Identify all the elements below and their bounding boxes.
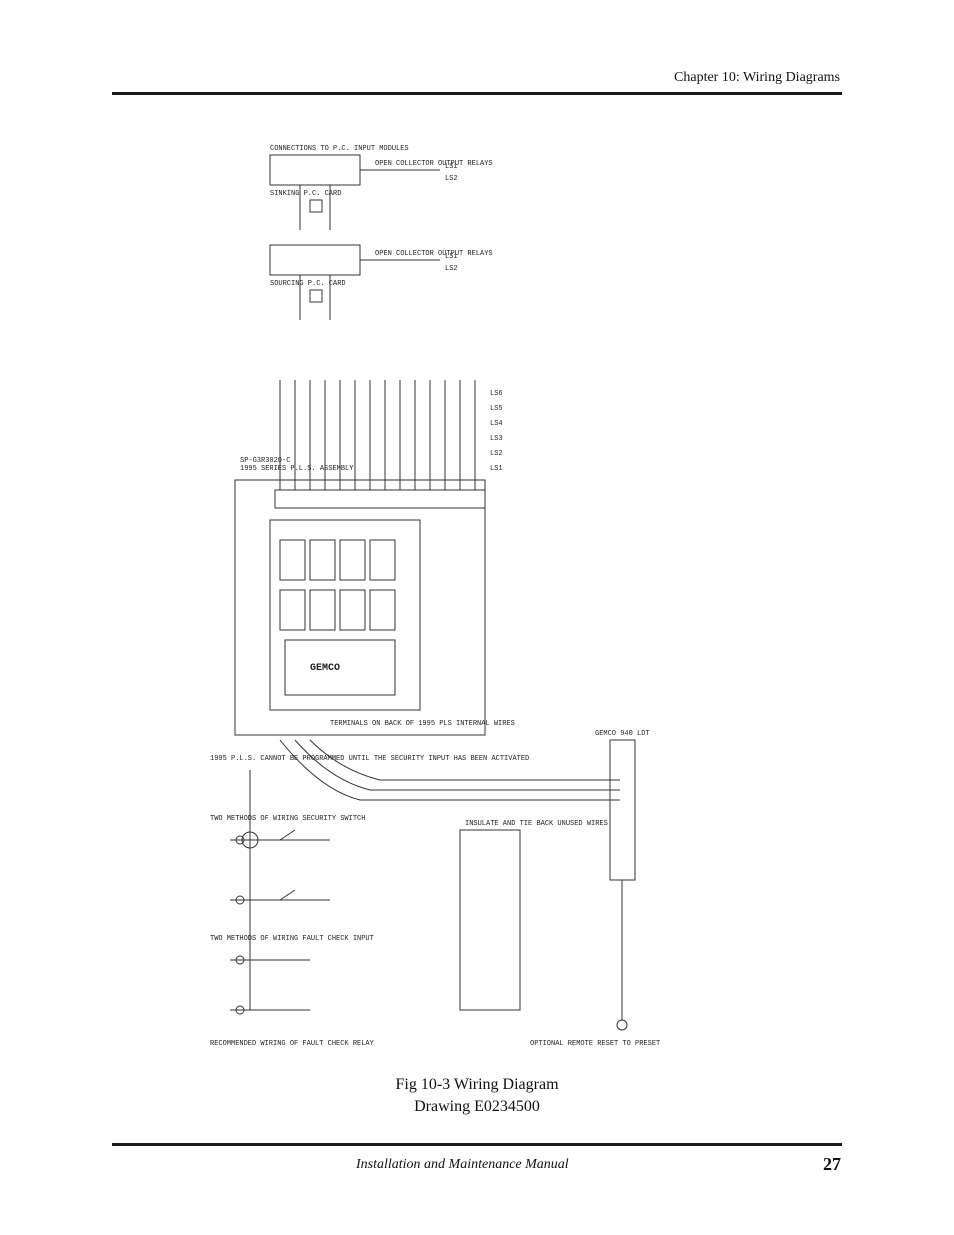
ls-label-3: LS3 bbox=[490, 435, 503, 443]
display-module bbox=[269, 519, 421, 711]
insulate-box bbox=[459, 829, 521, 1011]
connections-title: CONNECTIONS TO P.C. INPUT MODULES bbox=[270, 145, 409, 153]
page-number: 27 bbox=[823, 1154, 841, 1174]
ls-label-1: LS1 bbox=[490, 465, 503, 473]
manual-title: Installation and Maintenance Manual bbox=[356, 1157, 569, 1172]
assembly-part: SP-G3R3020-C bbox=[240, 457, 290, 465]
sourcing-card-label: SOURCING P.C. CARD bbox=[270, 280, 346, 288]
ls-label-5: LS5 bbox=[490, 405, 503, 413]
fault-relay-note: RECOMMENDED WIRING OF FAULT CHECK RELAY bbox=[210, 1040, 375, 1048]
figure-caption-title: Fig 10-3 Wiring Diagram bbox=[395, 1076, 559, 1093]
pc-label-ls2-top: LS2 bbox=[445, 175, 458, 183]
header-rule bbox=[112, 92, 842, 95]
sinking-card-label: SINKING P.C. CARD bbox=[270, 190, 341, 198]
ls-label-2: LS2 bbox=[490, 450, 503, 458]
assembly-title: 1995 SERIES P.L.S. ASSEMBLY bbox=[240, 465, 354, 473]
security-note: 1995 P.L.S. CANNOT BE PROGRAMMED UNTIL T… bbox=[210, 755, 529, 763]
footer-rule bbox=[112, 1143, 842, 1146]
terminal-strip bbox=[274, 489, 486, 509]
encoder-label: GEMCO 940 LDT bbox=[595, 730, 650, 738]
ls-label-4: LS4 bbox=[490, 420, 503, 428]
wiring-methods-note: TWO METHODS OF WIRING SECURITY SWITCH bbox=[210, 815, 365, 823]
open-collector-top: OPEN COLLECTOR OUTPUT RELAYS bbox=[375, 160, 493, 168]
gemco-label-plate bbox=[284, 639, 396, 696]
pc-label-ls1-bottom: LS1 bbox=[445, 253, 458, 261]
ls-label-6: LS6 bbox=[490, 390, 503, 398]
wiring-diagram: 1995 SERIES P.L.S. ASSEMBLY SP-G3R3020-C… bbox=[210, 145, 660, 1048]
insulate-note: INSULATE AND TIE BACK UNUSED WIRES bbox=[465, 820, 608, 828]
terminals-note: TERMINALS ON BACK OF 1995 PLS INTERNAL W… bbox=[330, 720, 515, 728]
pc-label-ls2-bottom: LS2 bbox=[445, 265, 458, 273]
pls-assembly-panel bbox=[234, 479, 486, 736]
figure-caption-drawing: Drawing E0234500 bbox=[414, 1098, 540, 1115]
gemco-logo: GEMCO bbox=[310, 663, 340, 674]
sourcing-pc-card bbox=[269, 244, 361, 276]
remote-reset-note: OPTIONAL REMOTE RESET TO PRESET bbox=[530, 1040, 660, 1048]
chapter-header: Chapter 10: Wiring Diagrams bbox=[674, 70, 840, 85]
fault-check-methods-note: TWO METHODS OF WIRING FAULT CHECK INPUT bbox=[210, 935, 374, 943]
pc-label-ls1-top: LS1 bbox=[445, 163, 458, 171]
ldt-probe bbox=[609, 739, 636, 881]
sinking-pc-card bbox=[269, 154, 361, 186]
open-collector-bottom: OPEN COLLECTOR OUTPUT RELAYS bbox=[375, 250, 493, 258]
